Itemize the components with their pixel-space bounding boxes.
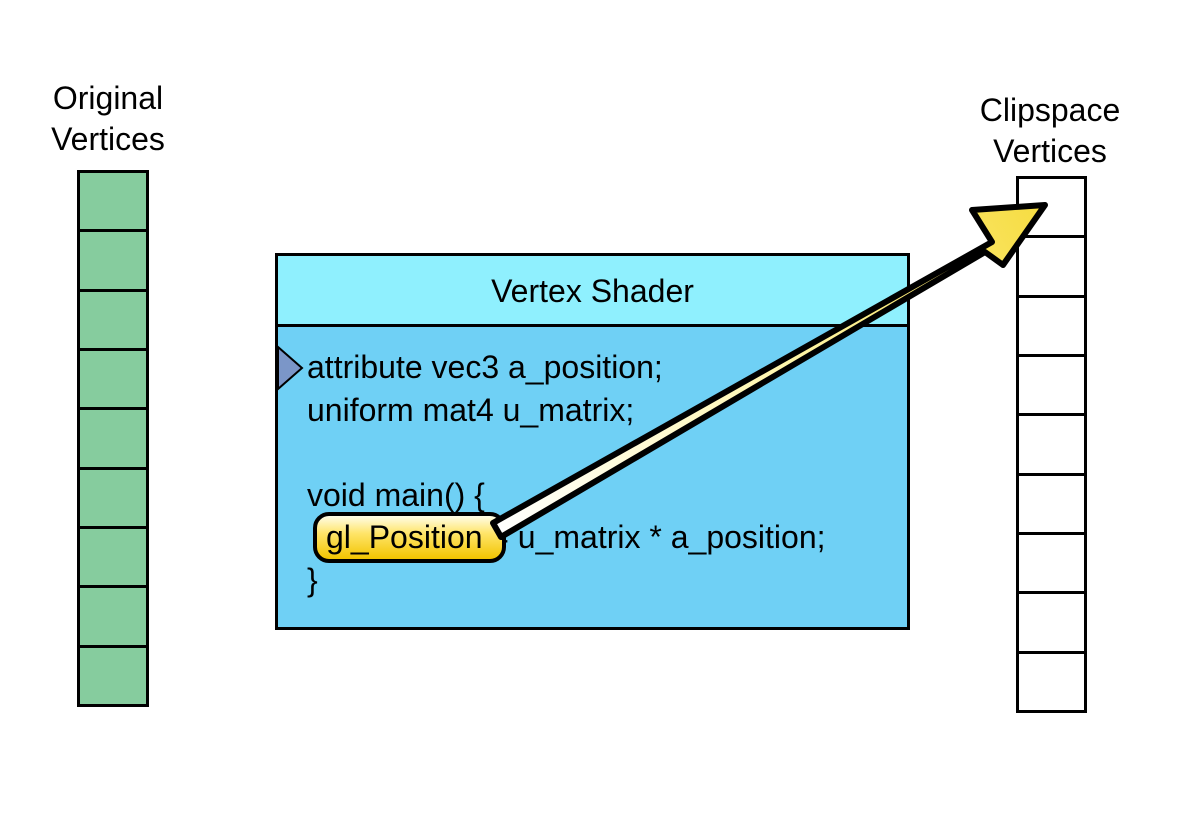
code-line: attribute vec3 a_position;: [307, 349, 663, 385]
vertex-shader-box: Vertex Shader attribute vec3 a_position;…: [275, 253, 910, 630]
vertex-cell: [80, 588, 146, 648]
clipspace-label-line2: Vertices: [993, 133, 1107, 169]
vertex-cell: [80, 469, 146, 529]
gl-position-highlight-text: gl_Position: [326, 519, 483, 555]
original-label-line2: Vertices: [51, 121, 165, 157]
vertex-cell: [80, 350, 146, 411]
vertex-cell: [1019, 475, 1084, 535]
vertex-cell: [80, 647, 146, 707]
code-line: uniform mat4 u_matrix;: [307, 391, 635, 428]
original-vertices-column: [77, 170, 149, 707]
vertex-cell: [1019, 356, 1084, 417]
vertex-cell: [1019, 297, 1084, 357]
vertex-cell: [80, 232, 146, 292]
clipspace-vertices-label: Clipspace Vertices: [960, 90, 1140, 172]
arrow-icon: [490, 202, 1048, 540]
original-label-line1: Original: [52, 80, 164, 116]
vertex-cell: [1019, 238, 1084, 298]
clipspace-label-line1: Clipspace: [979, 92, 1121, 128]
vertex-cell: [1019, 653, 1084, 713]
vertex-shader-title: Vertex Shader: [278, 256, 907, 327]
vertex-cell: [1019, 594, 1084, 654]
vertex-cell: [1019, 416, 1084, 476]
code-line: void main() {: [307, 476, 485, 513]
triangle-pointer-icon: [277, 344, 304, 392]
code-line: }: [307, 561, 318, 598]
vertex-cell: [1019, 534, 1084, 595]
gl-position-highlight: [313, 512, 506, 563]
vertex-cell: [80, 173, 146, 233]
vertex-cell: [80, 528, 146, 589]
original-vertices-label: Original Vertices: [20, 78, 196, 160]
vertex-cell: [80, 291, 146, 351]
vertex-cell: [80, 410, 146, 470]
